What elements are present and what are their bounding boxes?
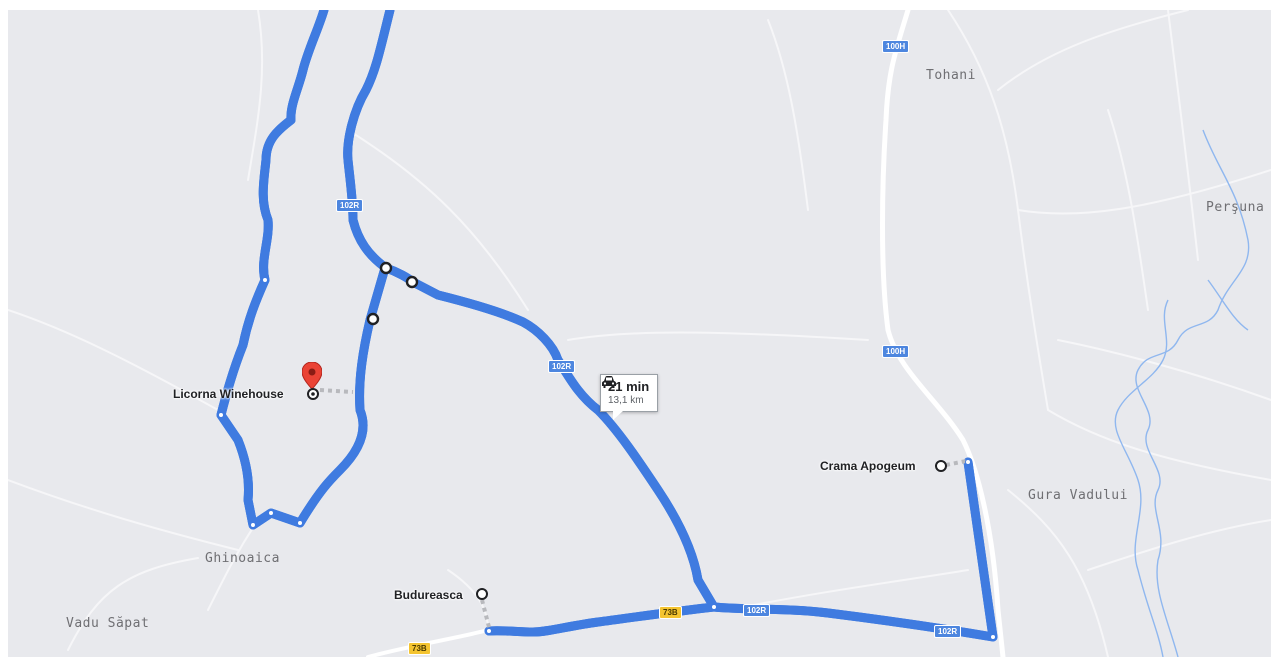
minor-roads [8, 10, 1271, 657]
road-shield-102r: 102R [548, 360, 576, 373]
road-shield-102r: 102R [336, 199, 364, 212]
town-label-vadu-sapat: Vadu Săpat [66, 616, 150, 631]
map-layer [8, 10, 1271, 657]
walk-connectors [319, 388, 967, 632]
road-100h [880, 10, 1006, 657]
town-label-gura-vadului: Gura Vadului [1028, 488, 1128, 503]
route-info-callout[interactable]: 21 min 13,1 km [600, 374, 659, 420]
place-label-budureasca[interactable]: Budureasca [394, 588, 463, 602]
road-shield-73b: 73B [659, 606, 682, 619]
car-icon [602, 376, 616, 388]
road-73b [366, 628, 490, 657]
place-circle-icon[interactable] [475, 587, 489, 601]
road-shield-102r: 102R [743, 604, 771, 617]
place-label-crama-apogeum[interactable]: Crama Apogeum [820, 459, 916, 473]
location-pin-icon[interactable] [302, 362, 322, 390]
town-label-persuna: Perşuna [1206, 200, 1265, 215]
road-shield-102r: 102R [934, 625, 962, 638]
route-distance: 13,1 km [608, 395, 644, 406]
road-shield-100h: 100H [882, 40, 910, 53]
road-shield-100h: 100H [882, 345, 910, 358]
place-target-icon[interactable] [306, 387, 320, 401]
place-circle-icon[interactable] [934, 459, 948, 473]
town-label-tohani: Tohani [926, 68, 976, 83]
streams [1114, 129, 1250, 657]
place-label-licorna-winehouse[interactable]: Licorna Winehouse [173, 387, 284, 401]
route-duration: 21 min [608, 379, 650, 394]
route-vertices [218, 277, 996, 640]
town-label-ghinoaica: Ghinoaica [205, 551, 280, 566]
route-path [216, 10, 998, 642]
callout-pointer [613, 411, 623, 420]
waypoints [366, 261, 419, 326]
map-canvas[interactable]: Tohani Perşuna Gura Vadului Ghinoaica Va… [8, 10, 1271, 657]
road-shield-73b: 73B [408, 642, 431, 655]
